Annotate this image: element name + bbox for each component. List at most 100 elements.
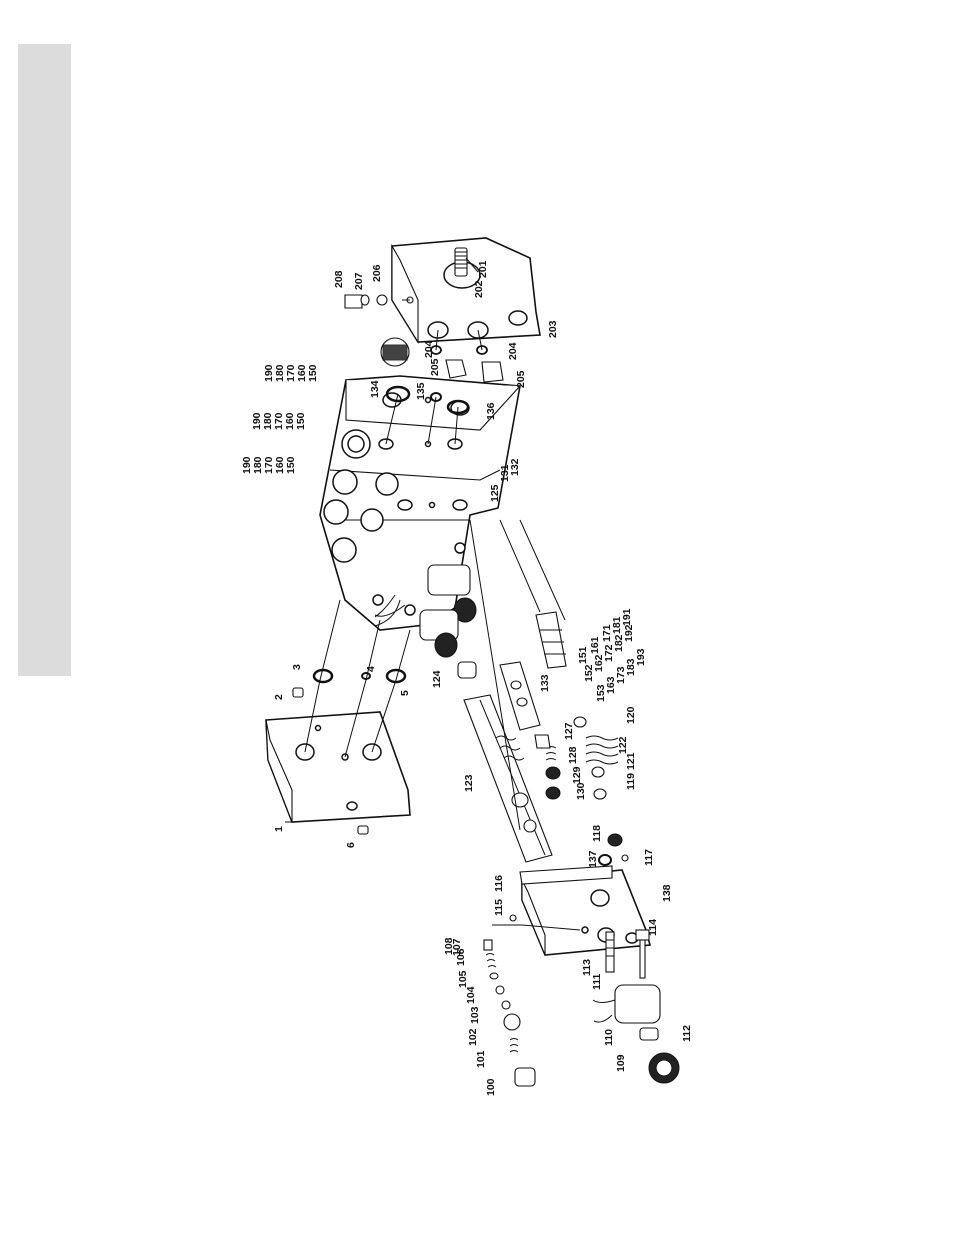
gasket-116 — [519, 865, 613, 885]
callout-119: 119 — [625, 773, 637, 790]
section-2-callout-190: 190 — [251, 412, 263, 430]
section-2-callout-180: 180 — [262, 412, 274, 430]
small-plug-2 — [292, 687, 304, 698]
section-1-callout-180: 180 — [274, 364, 286, 382]
solenoid-coil-110 — [592, 984, 680, 1084]
callout-121: 121 — [625, 752, 637, 770]
callout-110: 110 — [603, 1029, 615, 1046]
callout-105: 105 — [457, 970, 469, 988]
callout-120: 120 — [625, 706, 637, 724]
callout-192: 192 — [623, 624, 635, 642]
spring-kit-box-133 — [499, 661, 541, 731]
callout-113: 113 — [581, 959, 593, 976]
small-plug-6 — [357, 825, 369, 835]
section-2-callout-170: 170 — [273, 412, 285, 430]
callout-191: 191 — [621, 608, 633, 626]
callout-161: 161 — [589, 636, 601, 654]
callout-136: 136 — [485, 402, 497, 420]
callout-118: 118 — [591, 825, 603, 842]
callout-131: 131 — [499, 464, 511, 482]
solenoid-coils-on-stack — [374, 337, 477, 658]
callout-163: 163 — [605, 676, 617, 694]
callout-104: 104 — [465, 986, 477, 1004]
callout-162: 162 — [593, 654, 605, 672]
callout-labels: 1 2 3 4 5 6 100 101 102 103 104 105 106 … — [241, 260, 693, 1096]
callout-181: 181 — [611, 616, 623, 634]
callout-135: 135 — [415, 382, 427, 400]
callout-172: 172 — [603, 644, 615, 662]
valve-section-stack — [319, 375, 521, 631]
callout-205-b: 205 — [515, 370, 527, 388]
leader-lines — [285, 257, 581, 931]
callout-116: 116 — [493, 875, 505, 892]
side-tab — [18, 44, 71, 676]
section-1-callout-160: 160 — [296, 364, 308, 382]
callout-204-b: 204 — [507, 342, 519, 360]
callout-208: 208 — [333, 270, 345, 288]
callout-173: 173 — [615, 666, 627, 684]
section-2-callout-160: 160 — [284, 412, 296, 430]
section-2-callout-150: 150 — [295, 412, 307, 430]
washers-119-121-129-130 — [534, 716, 607, 800]
section-1-callout-170: 170 — [285, 364, 297, 382]
callout-124: 124 — [431, 670, 443, 688]
callout-109: 109 — [615, 1054, 627, 1072]
callout-204-a: 204 — [423, 340, 435, 358]
callout-153: 153 — [595, 684, 607, 702]
inlet-cover-plate — [265, 711, 411, 823]
callout-103: 103 — [469, 1006, 481, 1024]
callout-182: 182 — [613, 634, 625, 652]
stem-113-111 — [605, 931, 615, 973]
callout-134: 134 — [369, 380, 381, 398]
pilot-parts-100-108 — [483, 939, 536, 1087]
part-124-cap — [457, 661, 477, 679]
callout-111: 111 — [591, 973, 603, 990]
callout-122: 122 — [617, 736, 629, 754]
spring-kit-box-123 — [463, 694, 553, 863]
callout-108: 108 — [443, 937, 455, 955]
section-3-callout-180: 180 — [252, 456, 264, 474]
section-3-callout-150: 150 — [285, 456, 297, 474]
callout-203: 203 — [547, 320, 559, 338]
callout-137: 137 — [587, 850, 599, 868]
callout-102: 102 — [467, 1028, 479, 1046]
section-3-callout-170: 170 — [263, 456, 275, 474]
callout-6: 6 — [345, 842, 357, 848]
callout-4: 4 — [365, 666, 377, 672]
callout-129: 129 — [571, 766, 583, 784]
callout-106: 106 — [455, 948, 467, 966]
callout-1: 1 — [273, 826, 285, 832]
spool-assembly — [499, 519, 567, 669]
callout-152: 152 — [583, 664, 595, 682]
callout-125: 125 — [489, 484, 501, 502]
callout-128: 128 — [567, 746, 579, 764]
callout-112: 112 — [681, 1025, 693, 1042]
adjusting-screw-201 — [454, 247, 468, 277]
section-3-callout-190: 190 — [241, 456, 253, 474]
callout-3: 3 — [291, 664, 303, 670]
callout-123: 123 — [463, 774, 475, 792]
callout-171: 171 — [601, 624, 613, 642]
callout-206: 206 — [371, 264, 383, 282]
callout-183: 183 — [625, 658, 637, 676]
callout-151: 151 — [577, 646, 589, 664]
callout-132: 132 — [509, 458, 521, 476]
callout-5: 5 — [399, 690, 411, 696]
callout-127: 127 — [563, 722, 575, 740]
callout-193: 193 — [635, 648, 647, 666]
callout-205-a: 205 — [429, 358, 441, 376]
springs-122-128 — [545, 735, 619, 765]
bolt-114 — [635, 929, 650, 979]
outlet-cover-203 — [391, 237, 541, 344]
o-rings-137-118-117 — [509, 833, 629, 922]
callout-133: 133 — [539, 674, 551, 692]
section-3-callout-160: 160 — [274, 456, 286, 474]
callout-201: 201 — [477, 260, 489, 278]
section-1-callout-190: 190 — [263, 364, 275, 382]
callout-138: 138 — [661, 884, 673, 902]
callout-130: 130 — [575, 782, 587, 800]
callout-207: 207 — [353, 272, 365, 290]
callout-101: 101 — [475, 1050, 487, 1068]
callout-115: 115 — [493, 899, 505, 916]
